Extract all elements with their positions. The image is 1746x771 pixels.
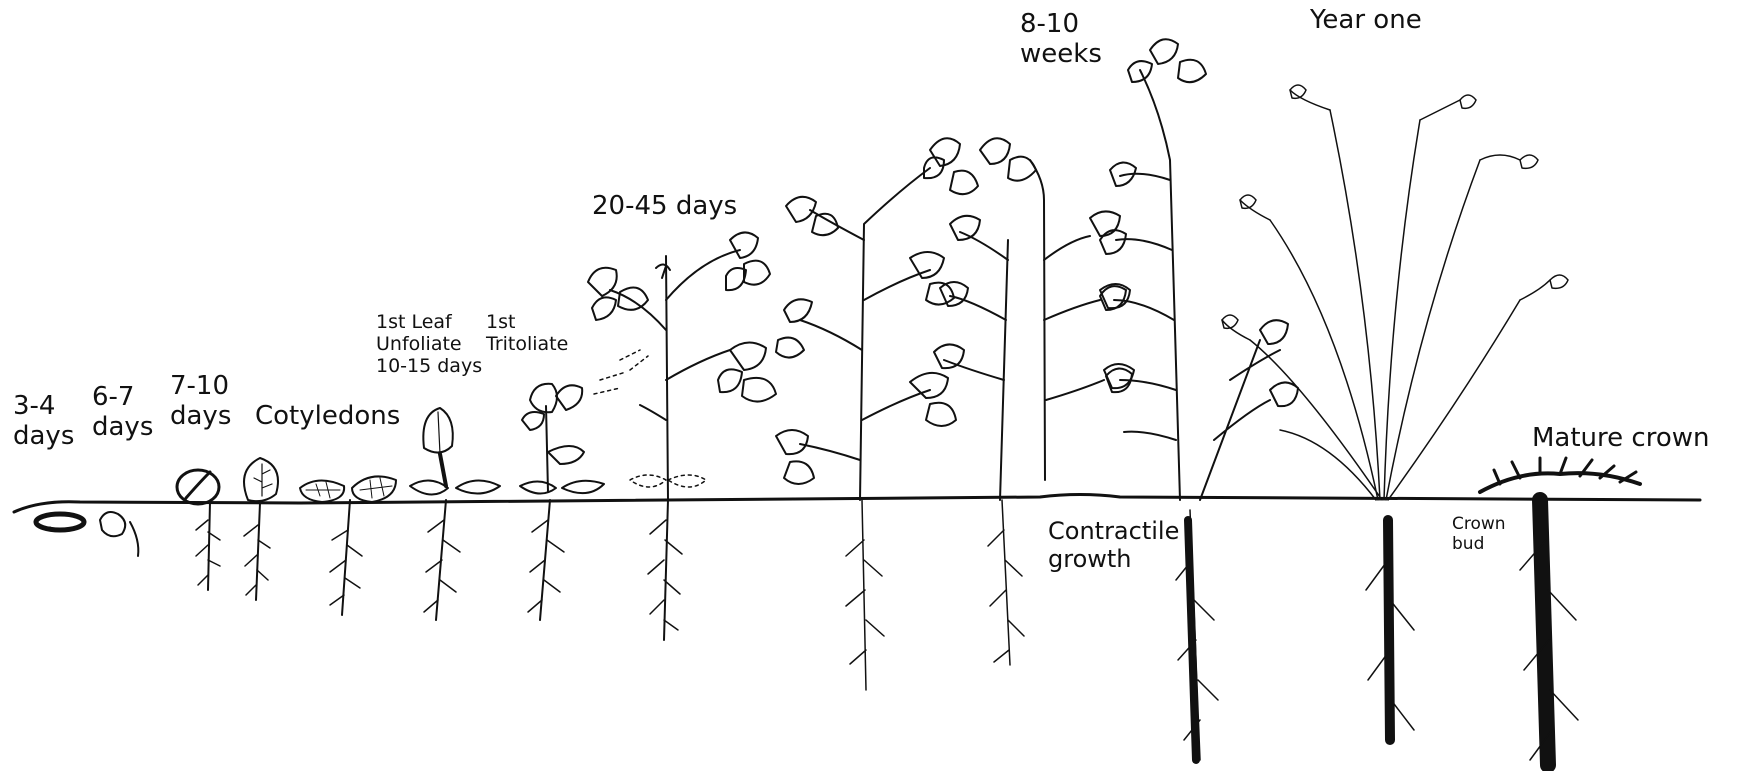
stage-seed-3-4-days — [36, 514, 84, 530]
stage-germination-7-10-days — [177, 470, 220, 590]
label-3-4-days: 3-4 days — [13, 392, 74, 452]
label-first-trifoliate-line2: Tritoliate — [486, 334, 568, 356]
label-first-leaf-line2: Unfoliate — [376, 334, 482, 356]
stage-withered-cotyledons — [594, 350, 706, 487]
label-mature-crown: Mature crown — [1532, 424, 1709, 454]
label-3-4-days-line1: 3-4 — [13, 392, 74, 422]
stage-mature-crown — [1480, 458, 1640, 765]
stage-first-leaf-unifoliate — [410, 408, 500, 620]
label-first-leaf-unifoliate: 1st Leaf Unfoliate 10-15 days — [376, 312, 482, 378]
label-8-10-weeks-line1: 8-10 — [1020, 10, 1102, 40]
label-7-10-days: 7-10 days — [170, 372, 231, 432]
label-7-10-days-line2: days — [170, 402, 231, 432]
stage-year-one — [1222, 85, 1568, 740]
label-first-leaf-line3: 10-15 days — [376, 356, 482, 378]
stage-20-45-days — [588, 232, 776, 640]
stage-branching-plant-b — [934, 138, 1134, 665]
label-contractile-line1: Contractile — [1048, 518, 1179, 546]
stage-branching-plant-a — [776, 138, 978, 690]
label-contractile-growth: Contractile growth — [1048, 518, 1179, 573]
label-contractile-line2: growth — [1048, 546, 1179, 574]
label-8-10-weeks-line2: weeks — [1020, 40, 1102, 70]
label-cotyledons: Cotyledons — [255, 402, 400, 432]
stage-cotyledon-one — [244, 458, 278, 600]
label-crown-bud-line1: Crown — [1452, 515, 1506, 535]
label-20-45-days: 20-45 days — [592, 192, 737, 222]
label-crown-bud-line2: bud — [1452, 535, 1506, 555]
label-year-one: Year one — [1310, 6, 1422, 36]
label-first-leaf-line1: 1st Leaf — [376, 312, 482, 334]
label-first-trifoliate: 1st Tritoliate — [486, 312, 568, 356]
label-3-4-days-line2: days — [13, 422, 74, 452]
label-6-7-days-line1: 6-7 — [92, 383, 153, 413]
stage-seed-6-7-days — [100, 512, 138, 556]
label-6-7-days: 6-7 days — [92, 383, 153, 443]
label-first-trifoliate-line1: 1st — [486, 312, 568, 334]
label-7-10-days-line1: 7-10 — [170, 372, 231, 402]
stage-cotyledons-pair — [300, 476, 396, 615]
label-crown-bud: Crown bud — [1452, 515, 1506, 554]
soil-line — [14, 495, 1700, 513]
label-6-7-days-line2: days — [92, 413, 153, 443]
stage-8-10-weeks — [1100, 39, 1298, 760]
label-8-10-weeks: 8-10 weeks — [1020, 10, 1102, 70]
